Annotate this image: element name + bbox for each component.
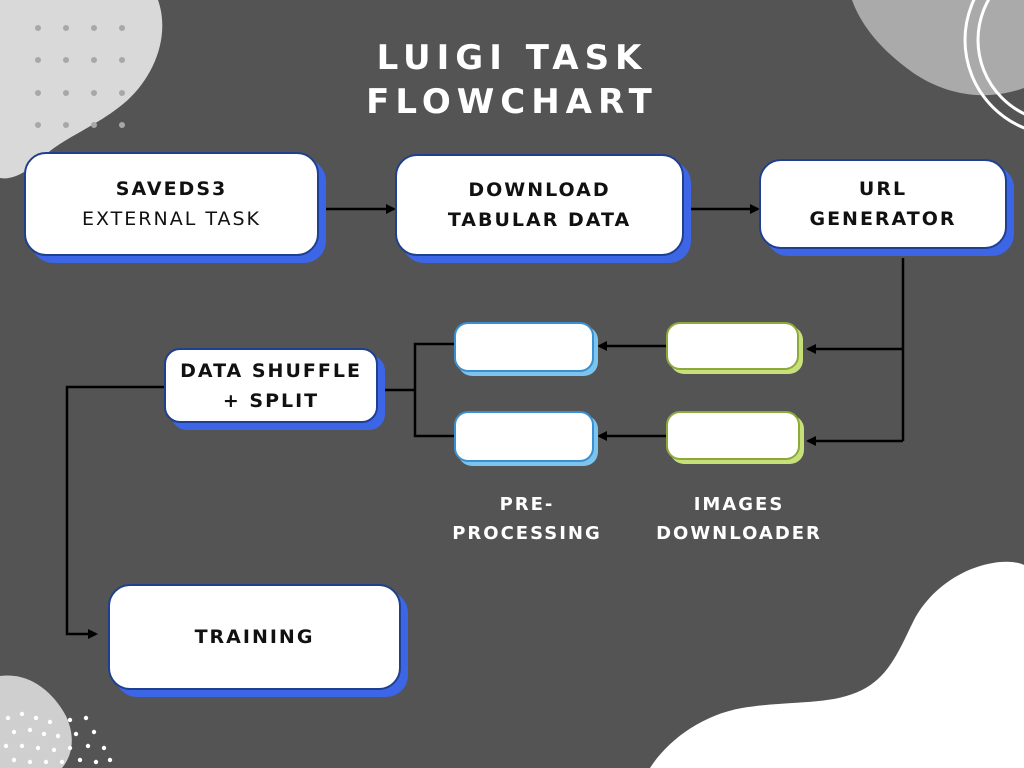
node-url-generator: URL GENERATOR <box>759 159 1007 249</box>
title-line-1: LUIGI TASK <box>376 38 648 78</box>
caption-downloader-line-2: DOWNLOADER <box>656 523 822 544</box>
node-saveds3-title: SAVEDS3 <box>115 178 228 200</box>
page-title: LUIGI TASK FLOWCHART <box>312 36 712 124</box>
blob-bottom-right <box>650 561 1024 768</box>
caption-images-downloader: IMAGES DOWNLOADER <box>640 490 838 548</box>
node-preprocessing-top <box>454 322 594 372</box>
line-preproc-merge <box>413 342 454 438</box>
dot-grid-top-left <box>35 25 125 128</box>
caption-preprocessing: PRE- PROCESSING <box>432 490 622 548</box>
node-training-label: TRAINING <box>194 626 315 648</box>
caption-downloader-line-1: IMAGES <box>693 494 785 515</box>
blob-top-right <box>852 0 1024 96</box>
node-shuffle-line-2: + SPLIT <box>222 389 320 412</box>
dot-cluster-bottom-left <box>3 711 113 765</box>
node-saveds3: SAVEDS3 EXTERNAL TASK <box>24 152 319 256</box>
arc-inner <box>976 0 1024 116</box>
arc-outer <box>963 0 1024 130</box>
arrow-shuffle-to-training <box>65 385 164 639</box>
node-download-line-1: DOWNLOAD <box>468 179 611 201</box>
node-shuffle-line-1: DATA SHUFFLE <box>180 359 362 382</box>
node-url-line-2: GENERATOR <box>809 208 957 230</box>
blob-top-left <box>0 0 163 179</box>
caption-preprocessing-line-1: PRE- <box>499 494 555 515</box>
node-download-line-2: TABULAR DATA <box>447 209 632 231</box>
node-images-downloader-top <box>666 322 799 370</box>
title-line-2: FLOWCHART <box>366 82 658 122</box>
blob-bottom-left <box>0 675 72 768</box>
node-preprocessing-bottom <box>454 411 594 462</box>
node-images-downloader-bottom <box>666 411 800 460</box>
node-data-shuffle-split: DATA SHUFFLE + SPLIT <box>164 348 378 423</box>
node-training: TRAINING <box>108 584 401 690</box>
connectors <box>65 204 905 639</box>
caption-preprocessing-line-2: PROCESSING <box>452 523 602 544</box>
node-download-tabular-data: DOWNLOAD TABULAR DATA <box>395 154 684 256</box>
node-url-line-1: URL <box>858 178 908 200</box>
node-saveds3-subtitle: EXTERNAL TASK <box>82 208 261 230</box>
